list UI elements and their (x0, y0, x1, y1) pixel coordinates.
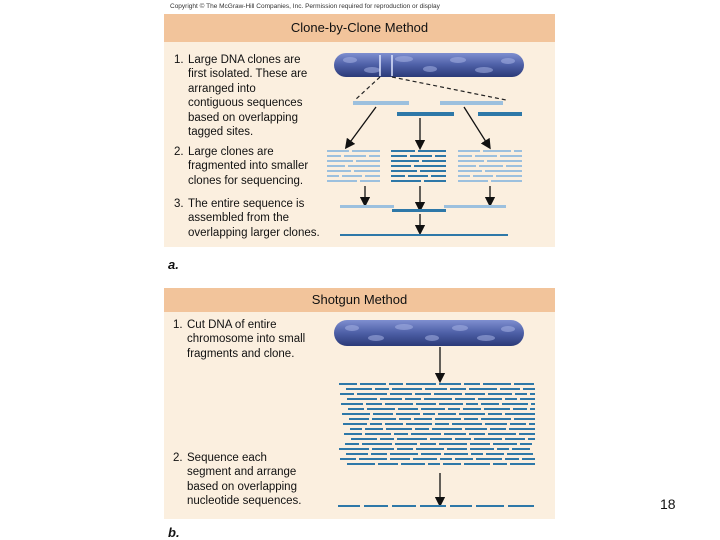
step-number: 3. (174, 198, 184, 210)
step-line: segment and arrange (187, 466, 297, 479)
step-line: fragments and clone. (187, 347, 295, 360)
fragment-arrows (344, 106, 491, 151)
chromosome-b (334, 320, 524, 346)
step-line: tagged sites. (188, 126, 254, 139)
clone-step-1: 1. Large DNA clones are first isolated. Th… (174, 53, 307, 139)
step-line: nucleotide sequences. (187, 495, 302, 508)
shotgun-step-1: 1. Cut DNA of entire chromosome into small… (173, 318, 305, 361)
step-line: based on overlapping (187, 480, 297, 493)
shotgun-final-sequence (338, 505, 534, 507)
final-sequence (340, 234, 508, 236)
page-number: 18 (660, 496, 676, 512)
contig-bars (353, 101, 522, 116)
chromosome-a (334, 53, 524, 77)
step-line: Large clones are (188, 146, 274, 158)
step-number: 2. (174, 146, 184, 158)
step-number: 1. (173, 319, 183, 331)
step-line: Sequence each (187, 452, 267, 464)
step-number: 2. (173, 452, 183, 464)
fragment-group-left (327, 150, 380, 182)
step-line: first isolated. These are (188, 68, 308, 81)
clone-step-2: 2. Large clones are fragmented into smalle… (174, 145, 308, 188)
step-number: 1. (174, 54, 184, 66)
step-line: overlapping larger clones. (188, 226, 320, 239)
step-line: clones for sequencing. (188, 174, 304, 187)
step-line: Large DNA clones are (188, 54, 301, 66)
shotgun-fragments (339, 383, 535, 465)
selection-dashes (354, 76, 507, 101)
shotgun-title: Shotgun Method (164, 288, 555, 312)
step-line: The entire sequence is (188, 198, 305, 210)
step-line: contiguous sequences (188, 97, 303, 110)
step-line: fragmented into smaller (188, 160, 309, 173)
fragment-group-right (458, 150, 522, 182)
clone-by-clone-title: Clone-by-Clone Method (164, 14, 555, 42)
assembled-clones (340, 205, 506, 212)
step-line: arranged into (188, 82, 256, 95)
step-line: Cut DNA of entire (187, 319, 277, 331)
panel-a-label: a. (168, 257, 179, 272)
panel-b-label: b. (168, 525, 180, 540)
step-line: chromosome into small (187, 333, 306, 346)
fragment-group-middle (391, 150, 446, 182)
step-line: assembled from the (188, 212, 289, 225)
assembly-arrows (359, 186, 496, 213)
clone-by-clone-panel: Clone-by-Clone Method 1. Large DNA clones… (164, 14, 555, 247)
copyright-notice: Copyright © The McGraw-Hill Companies, I… (170, 3, 440, 10)
step-line: based on overlapping (188, 111, 298, 124)
clone-step-3: 3. The entire sequence is assembled from t… (174, 197, 320, 240)
